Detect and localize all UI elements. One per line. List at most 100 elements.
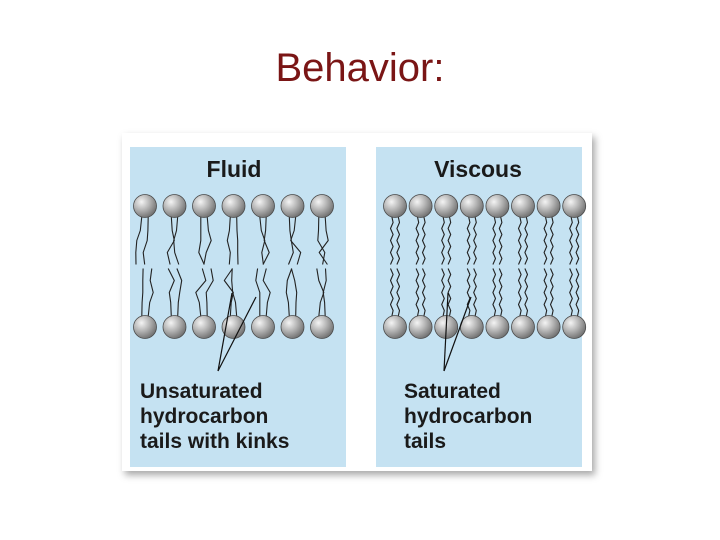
viscous-caption-line-3: tails — [404, 430, 446, 453]
bottom-lipid-tail — [147, 268, 154, 317]
top-phospholipid-head — [459, 194, 484, 218]
top-lipid-tail — [290, 216, 302, 265]
fluid-pointer-lines — [217, 292, 257, 372]
top-lipid-tail — [396, 216, 401, 265]
pointer-line — [217, 292, 233, 372]
bottom-lipid-tail — [396, 268, 401, 317]
bottom-lipid-tail — [524, 268, 529, 317]
membrane-diagram: Fluid Unsaturated hydrocarbon tails with… — [130, 147, 587, 467]
bottom-lipid-tail — [517, 268, 522, 317]
top-lipid-tail — [447, 216, 452, 265]
bottom-lipid-tail — [569, 268, 573, 317]
top-phospholipid-head — [133, 194, 157, 218]
top-phospholipid-head — [511, 194, 535, 218]
fluid-panel-title: Fluid — [207, 156, 262, 182]
top-lipid-tail — [569, 216, 573, 265]
top-lipid-tail — [262, 216, 270, 265]
bottom-lipid-tail — [205, 268, 214, 317]
top-lipid-tail — [421, 216, 426, 265]
pointer-line — [443, 292, 449, 372]
top-lipid-tail — [575, 216, 580, 265]
bottom-lipid-tail — [543, 268, 548, 317]
bottom-lipid-tail — [176, 268, 183, 317]
fluid-caption-line-2: hydrocarbon — [140, 405, 268, 428]
pointer-line — [217, 296, 257, 372]
top-lipid-tail — [492, 216, 497, 265]
pointer-line — [443, 296, 472, 372]
top-phospholipid-head — [536, 194, 561, 218]
top-lipid-tail — [517, 216, 522, 265]
slide-title: Behavior: — [275, 46, 445, 90]
top-lipid-tail — [135, 216, 143, 265]
bottom-lipid-tail — [223, 268, 234, 317]
bottom-lipid-tail — [415, 268, 420, 317]
bottom-lipid-tail — [231, 268, 238, 317]
bottom-lipid-tail — [447, 268, 452, 317]
bottom-lipid-tail — [262, 268, 271, 317]
bottom-phospholipid-head — [221, 315, 246, 339]
top-phospholipid-head — [162, 194, 187, 218]
bottom-phospholipid-head — [485, 315, 510, 339]
top-lipid-tail — [543, 216, 548, 265]
top-lipid-tail — [549, 216, 554, 265]
bottom-lipid-tail — [466, 268, 471, 317]
bottom-phospholipid-head — [192, 315, 216, 339]
bottom-phospholipid-head — [562, 315, 587, 339]
top-phospholipid-head — [485, 194, 510, 218]
bottom-lipid-tail — [473, 268, 477, 317]
fluid-caption-line-1: Unsaturated — [140, 380, 263, 403]
bottom-phospholipid-head — [408, 315, 433, 339]
top-lipid-tail — [236, 216, 239, 265]
bottom-phospholipid-head — [511, 315, 535, 339]
top-lipid-tail — [524, 216, 529, 265]
top-lipid-tail — [203, 216, 212, 265]
viscous-bilayer — [383, 194, 587, 339]
top-lipid-tail — [466, 216, 471, 265]
top-phospholipid-head — [383, 194, 407, 218]
top-lipid-tail — [318, 216, 329, 265]
top-phospholipid-head — [310, 194, 334, 218]
bottom-lipid-tail — [575, 268, 580, 317]
bottom-lipid-tail — [389, 268, 394, 317]
top-lipid-tail — [166, 216, 175, 265]
top-phospholipid-head — [251, 194, 275, 218]
bottom-phospholipid-head — [310, 315, 334, 339]
top-phospholipid-head — [562, 194, 587, 218]
bottom-lipid-tail — [167, 268, 175, 317]
top-phospholipid-head — [408, 194, 433, 218]
top-lipid-tail — [142, 216, 149, 265]
bottom-lipid-tail — [141, 268, 144, 317]
bottom-lipid-tail — [285, 268, 293, 317]
bottom-phospholipid-head — [162, 315, 187, 339]
bottom-lipid-tail — [492, 268, 497, 317]
bottom-phospholipid-head — [383, 315, 407, 339]
bottom-phospholipid-head — [280, 315, 305, 339]
top-phospholipid-head — [280, 194, 305, 218]
top-lipid-tail — [259, 216, 266, 265]
bottom-phospholipid-head — [459, 315, 484, 339]
bottom-phospholipid-head — [133, 315, 157, 339]
top-phospholipid-head — [221, 194, 246, 218]
bottom-lipid-tail — [195, 268, 207, 317]
top-lipid-tail — [415, 216, 420, 265]
top-lipid-tail — [473, 216, 477, 265]
fluid-caption-line-3: tails with kinks — [140, 430, 289, 453]
viscous-caption-line-2: hydrocarbon — [404, 405, 532, 428]
top-lipid-tail — [226, 216, 231, 265]
bottom-lipid-tail — [322, 268, 327, 317]
top-lipid-tail — [441, 216, 445, 265]
viscous-panel-title: Viscous — [434, 156, 522, 182]
fluid-bilayer — [133, 194, 334, 339]
viscous-panel: Viscous Saturated hydrocarbon tails — [376, 147, 587, 467]
bottom-lipid-tail — [441, 268, 445, 317]
bottom-phospholipid-head — [251, 315, 275, 339]
top-lipid-tail — [389, 216, 394, 265]
membrane-figure: Fluid Unsaturated hydrocarbon tails with… — [122, 133, 592, 471]
bottom-lipid-tail — [421, 268, 426, 317]
viscous-pointer-lines — [443, 292, 472, 372]
bottom-lipid-tail — [290, 268, 298, 317]
viscous-caption-line-1: Saturated — [404, 380, 501, 403]
top-phospholipid-head — [434, 194, 459, 218]
bottom-lipid-tail — [498, 268, 503, 317]
top-lipid-tail — [498, 216, 503, 265]
